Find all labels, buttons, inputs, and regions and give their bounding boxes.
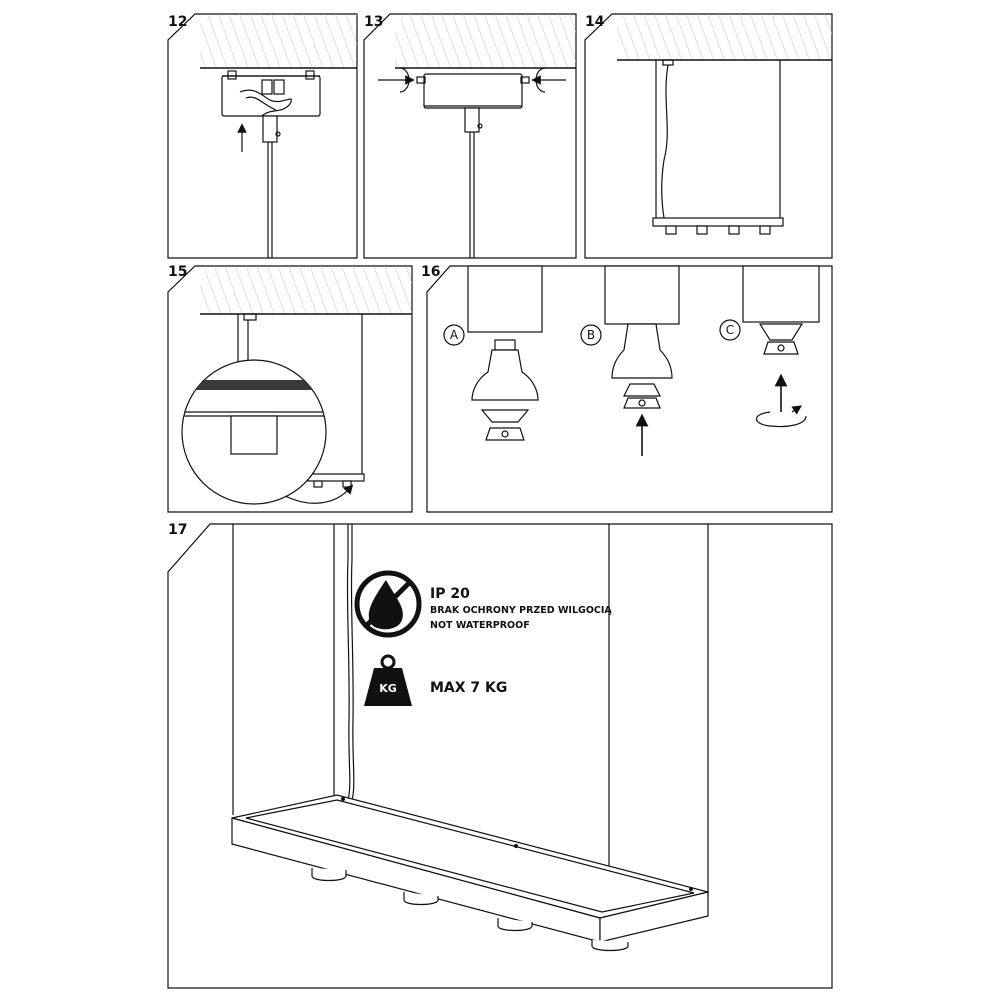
spotlight (696, 225, 708, 235)
power-cable (346, 524, 351, 801)
mount-point (689, 887, 693, 891)
panel-step-13: 13 (363, 13, 577, 259)
spot-housing (604, 265, 680, 325)
spot-housing (742, 265, 820, 323)
spotlight (591, 940, 629, 952)
lamp-body (652, 217, 784, 227)
lamp-top-inner (245, 799, 695, 913)
gu10-pins (494, 339, 516, 351)
screw (275, 131, 281, 137)
moisture-warning-en: NOT WATERPROOF (430, 620, 530, 631)
spotlight-magnified (230, 415, 278, 455)
option-letter: C (726, 323, 734, 337)
bulb-option-c: C (719, 265, 820, 428)
screw (305, 70, 315, 80)
weight-icon-label: KG (379, 682, 397, 695)
step-number-12: 12 (168, 14, 187, 30)
bulb-option-a: A (443, 265, 543, 441)
spotlights (311, 868, 629, 952)
ceiling (200, 266, 412, 314)
spotlight (665, 225, 677, 235)
ceiling (617, 14, 832, 60)
no-water-drop-icon (354, 570, 422, 638)
bulb-ring (480, 409, 530, 423)
rotate-icon (755, 411, 807, 428)
screw (477, 123, 483, 129)
panel-step-15: 15 (167, 264, 413, 513)
step-number-15: 15 (168, 264, 187, 280)
spotlight (313, 480, 323, 488)
rotate-icon (399, 67, 410, 93)
bulb-icon (611, 323, 673, 379)
lamp-body (307, 473, 365, 482)
option-badge (719, 319, 741, 341)
bulb-ring (758, 323, 804, 341)
spotlight (728, 225, 740, 235)
spotlight (342, 480, 352, 488)
rotate-icon-tip (791, 405, 802, 415)
terminal-block (239, 79, 292, 117)
bulb-holder-screw (501, 430, 509, 438)
side-screw-left (416, 76, 426, 84)
spotlight (311, 868, 347, 882)
spotlight (403, 892, 439, 906)
moisture-warning-pl: BRAK OCHRONY PRZED WILGOCIĄ (430, 605, 612, 616)
cord-grip (262, 115, 278, 143)
bulb-holder-screw (777, 344, 785, 352)
max-load: MAX 7 KG (430, 680, 507, 696)
bulb-holder (763, 341, 799, 355)
bulb-option-b: B (580, 265, 680, 456)
canopy (423, 73, 523, 109)
side-screw-right (520, 76, 530, 84)
power-cable (661, 64, 669, 219)
option-letter: A (450, 328, 459, 342)
panel-frame (167, 523, 833, 989)
option-badge (443, 324, 465, 346)
magnified-contents (182, 380, 326, 455)
step-number-14: 14 (585, 14, 605, 30)
spotlight (759, 225, 771, 235)
bulb-holder (485, 427, 525, 441)
mount-point (341, 797, 345, 801)
panel-step-12: 12 (167, 13, 358, 259)
lamp-body (231, 794, 709, 943)
option-badge (580, 324, 602, 346)
mount-point (514, 844, 518, 848)
bulb-ring (623, 383, 661, 397)
bulb-holder (623, 397, 661, 409)
rotate-icon (535, 67, 546, 93)
lamp-side (599, 891, 709, 943)
step-number-13: 13 (364, 14, 383, 30)
canopy (243, 313, 257, 321)
ceiling (395, 14, 576, 68)
panel-step-14: 14 (584, 13, 833, 259)
panel-step-16: 16 A B C (421, 264, 833, 513)
canopy (221, 75, 321, 117)
spotlight (497, 918, 533, 932)
rotation-arrow (284, 484, 354, 504)
ceiling (200, 14, 357, 68)
spot-housing (467, 265, 543, 333)
bulb-icon (471, 349, 539, 401)
step-number-17: 17 (168, 522, 187, 538)
ip-rating: IP 20 (430, 586, 470, 602)
panel-step-17: 17 IP 20 BR (167, 522, 833, 989)
weight-kg-icon: KG (364, 654, 412, 706)
option-letter: B (587, 328, 595, 342)
step-number-16: 16 (421, 264, 440, 280)
screw (227, 70, 237, 80)
power-cable (350, 524, 355, 801)
bulb-holder-screw (638, 399, 646, 407)
cord-grip (464, 107, 480, 133)
